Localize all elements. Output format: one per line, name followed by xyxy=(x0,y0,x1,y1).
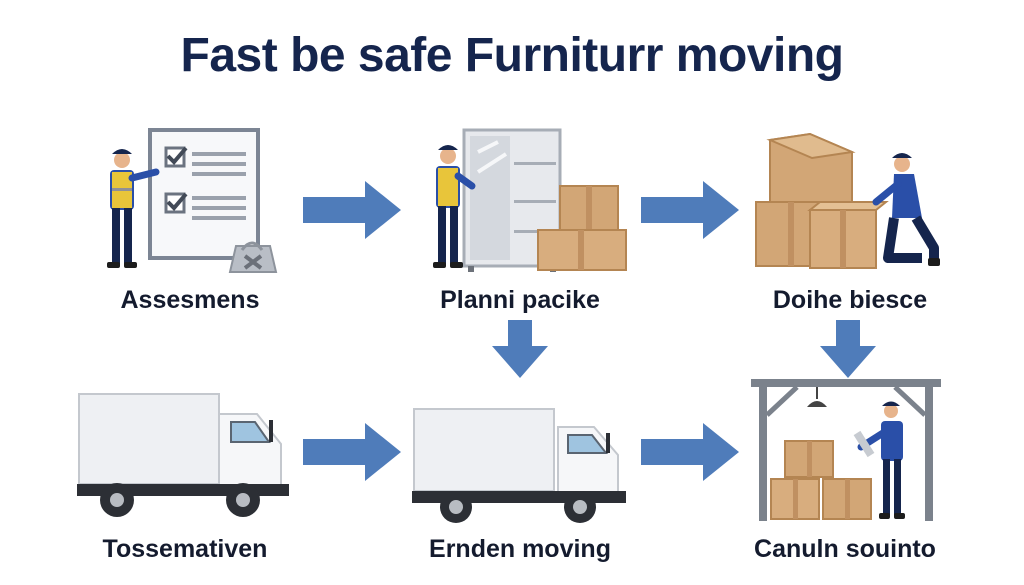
worker-icon xyxy=(853,401,905,519)
packing-illustration xyxy=(433,128,627,272)
assessment-illustration xyxy=(107,128,278,273)
step-label-boxes: Doihe biesce xyxy=(772,286,928,314)
warehouse-illustration xyxy=(751,379,941,521)
step-label-storage: Canuln souinto xyxy=(754,535,936,563)
arrow-right-icon xyxy=(641,181,739,239)
arrow-right-icon xyxy=(303,423,401,481)
page-title: Fast be safe Furniturr moving xyxy=(180,29,844,82)
step-label-assessment: Assesmens xyxy=(120,286,260,314)
lamp-icon xyxy=(807,401,827,407)
tape-icon xyxy=(228,241,278,273)
step-label-moving: Ernden moving xyxy=(429,535,611,563)
worker-icon xyxy=(107,149,160,268)
truck-illustration xyxy=(77,393,289,517)
boxes-illustration xyxy=(755,132,940,269)
worker-icon xyxy=(872,153,940,266)
arrow-down-icon xyxy=(492,320,548,378)
step-label-transport: Tossemativen xyxy=(102,535,268,563)
truck-illustration xyxy=(412,408,626,523)
worker-icon xyxy=(433,145,476,268)
arrow-down-icon xyxy=(820,320,876,378)
warehouse-frame xyxy=(751,379,941,387)
arrow-right-icon xyxy=(303,181,401,239)
truck-cargo xyxy=(413,408,555,492)
truck-cargo xyxy=(78,393,220,485)
arrow-right-icon xyxy=(641,423,739,481)
step-label-packing: Planni pacike xyxy=(440,286,600,314)
